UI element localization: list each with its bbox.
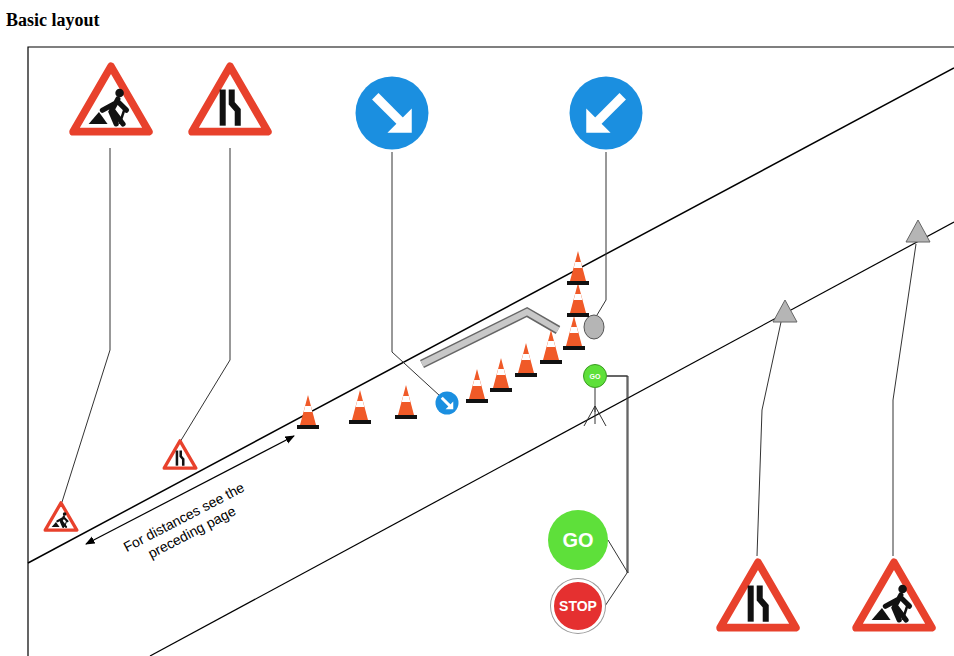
go-sign: GO <box>548 510 608 570</box>
title: Basic layout <box>6 10 100 31</box>
distance-note: For distances see the preceding page <box>100 468 275 581</box>
sign-text: GO <box>590 373 601 380</box>
sign-text: GO <box>562 530 593 550</box>
leader-line <box>607 376 628 573</box>
sign-text: STOP <box>559 599 597 613</box>
small-go-sign: GO <box>583 364 607 388</box>
leader-line <box>605 376 627 606</box>
stop-sign: STOP <box>551 579 605 633</box>
